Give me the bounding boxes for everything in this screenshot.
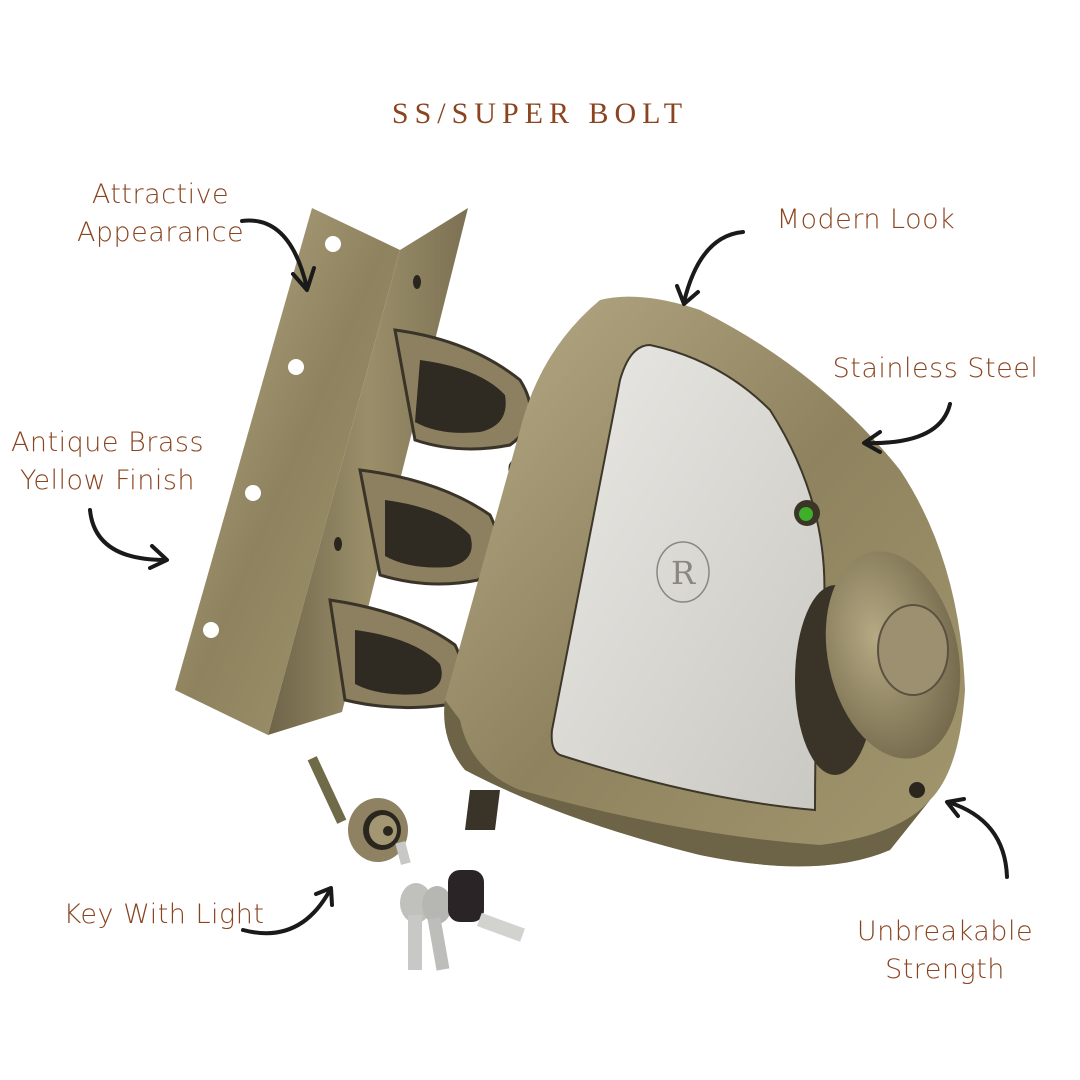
callout-antique-brass: Antique Brass Yellow Finish [5,424,210,500]
callout-line: Yellow Finish [19,465,196,496]
lock-body: R [444,296,966,867]
callout-line: Key With Light [63,899,265,930]
callout-line: Attractive [91,179,230,210]
callout-line: Appearance [76,217,245,248]
callout-attractive-appearance: Attractive Appearance [68,176,253,252]
screw-holes [203,236,341,638]
product-title: SS/SUPER BOLT [391,97,689,130]
brand-logo: R [656,541,710,603]
callout-line: Modern Look [776,204,956,235]
callout-stainless-steel: Stainless Steel [828,350,1043,388]
callout-modern-look: Modern Look [770,201,962,239]
svg-text:R: R [671,554,696,592]
callout-unbreakable-strength: Unbreakable Strength [850,913,1040,989]
stainless-steel-plate [550,343,826,812]
keys [400,870,525,971]
callout-line: Antique Brass [10,427,205,458]
callout-line: Stainless Steel [832,353,1039,384]
callout-line: Unbreakable [856,916,1034,947]
callout-line: Strength [885,954,1005,985]
knob [795,551,961,775]
callout-key-with-light: Key With Light [58,896,270,934]
indicator-light [794,500,820,526]
key-cylinder [307,756,411,865]
strike-plate [175,208,532,735]
